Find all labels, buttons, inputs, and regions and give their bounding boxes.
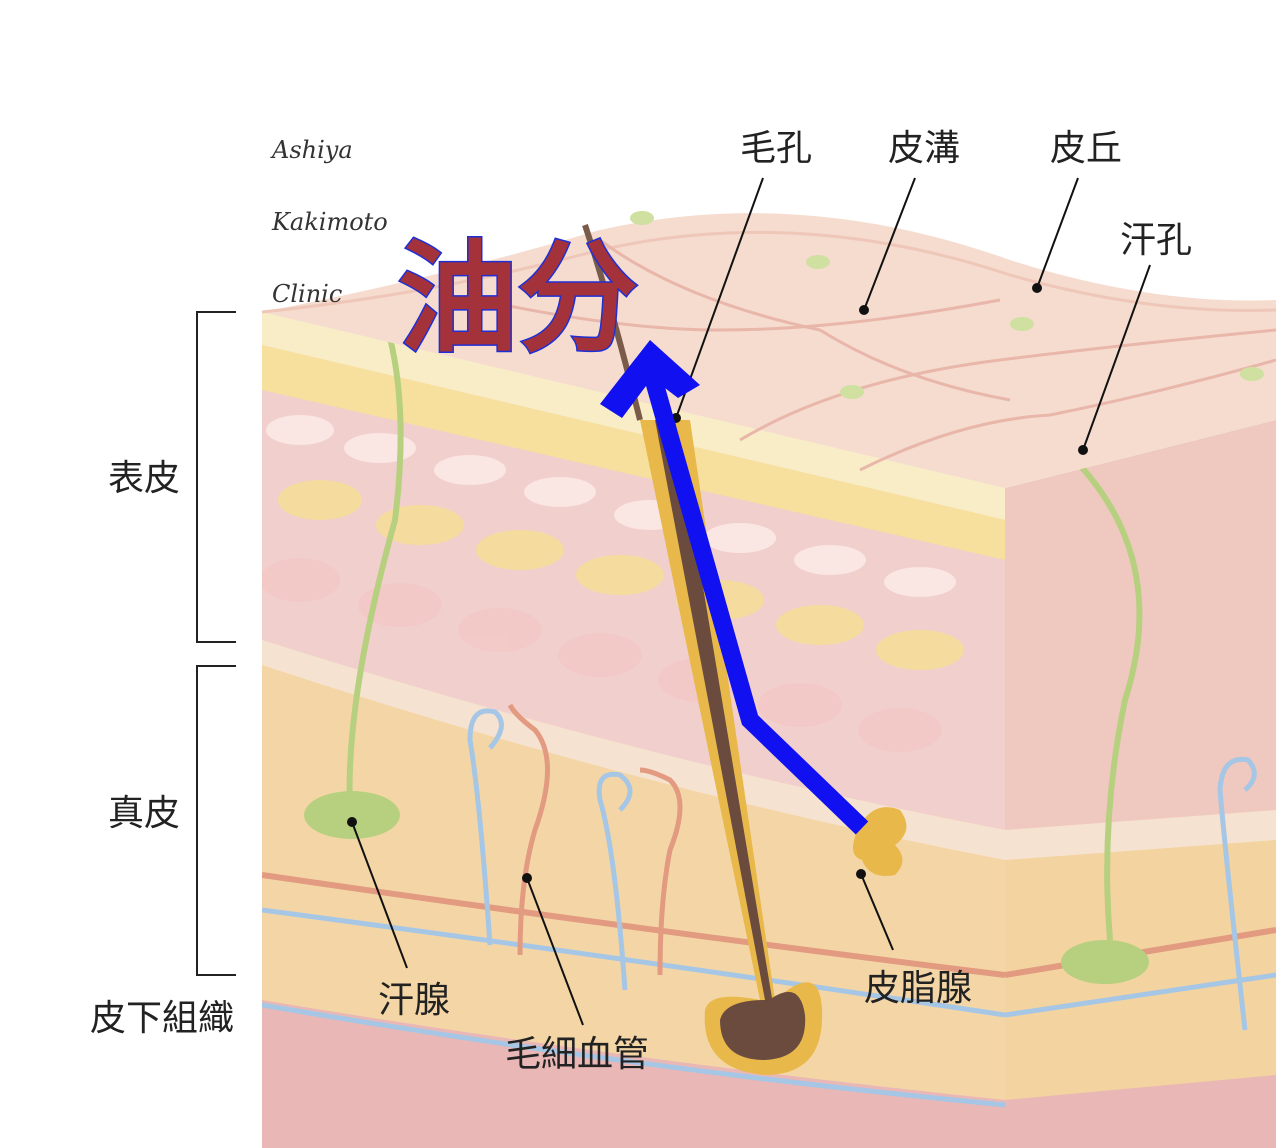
skin-surface	[262, 213, 1276, 488]
sebaceous-gland-shape	[852, 807, 907, 876]
logo-line-3: Clinic	[272, 280, 342, 308]
label-pore: 毛孔	[740, 128, 812, 169]
logo-line-1: Ashiya	[270, 136, 353, 164]
logo-line-2: Kakimoto	[271, 208, 388, 236]
clinic-logo: Ashiya Kakimoto Clinic	[270, 136, 388, 308]
side-face	[1005, 420, 1276, 1148]
label-subcutaneous: 皮下組織	[90, 998, 234, 1039]
label-sebum: 油分	[398, 230, 638, 369]
label-dermis: 真皮	[108, 793, 180, 834]
label-skin-hill: 皮丘	[1050, 128, 1122, 169]
label-epidermis: 表皮	[108, 458, 180, 499]
sebum-arrowhead	[600, 340, 700, 418]
label-skin-groove: 皮溝	[888, 128, 960, 169]
label-sweat-pore: 汗孔	[1120, 220, 1192, 261]
label-sweat-gland: 汗腺	[378, 980, 450, 1021]
label-capillary: 毛細血管	[505, 1034, 649, 1075]
capillary-loops	[467, 703, 683, 991]
label-sebaceous-gland: 皮脂腺	[864, 968, 972, 1009]
sweat-gland-shape	[304, 791, 400, 839]
sweat-duct	[346, 319, 404, 811]
epidermis-bracket	[196, 311, 236, 643]
hair-follicle	[640, 420, 823, 1075]
sebum-arrow	[643, 371, 869, 835]
dermis-bracket	[196, 665, 236, 976]
skin-grooves	[479, 238, 1276, 472]
